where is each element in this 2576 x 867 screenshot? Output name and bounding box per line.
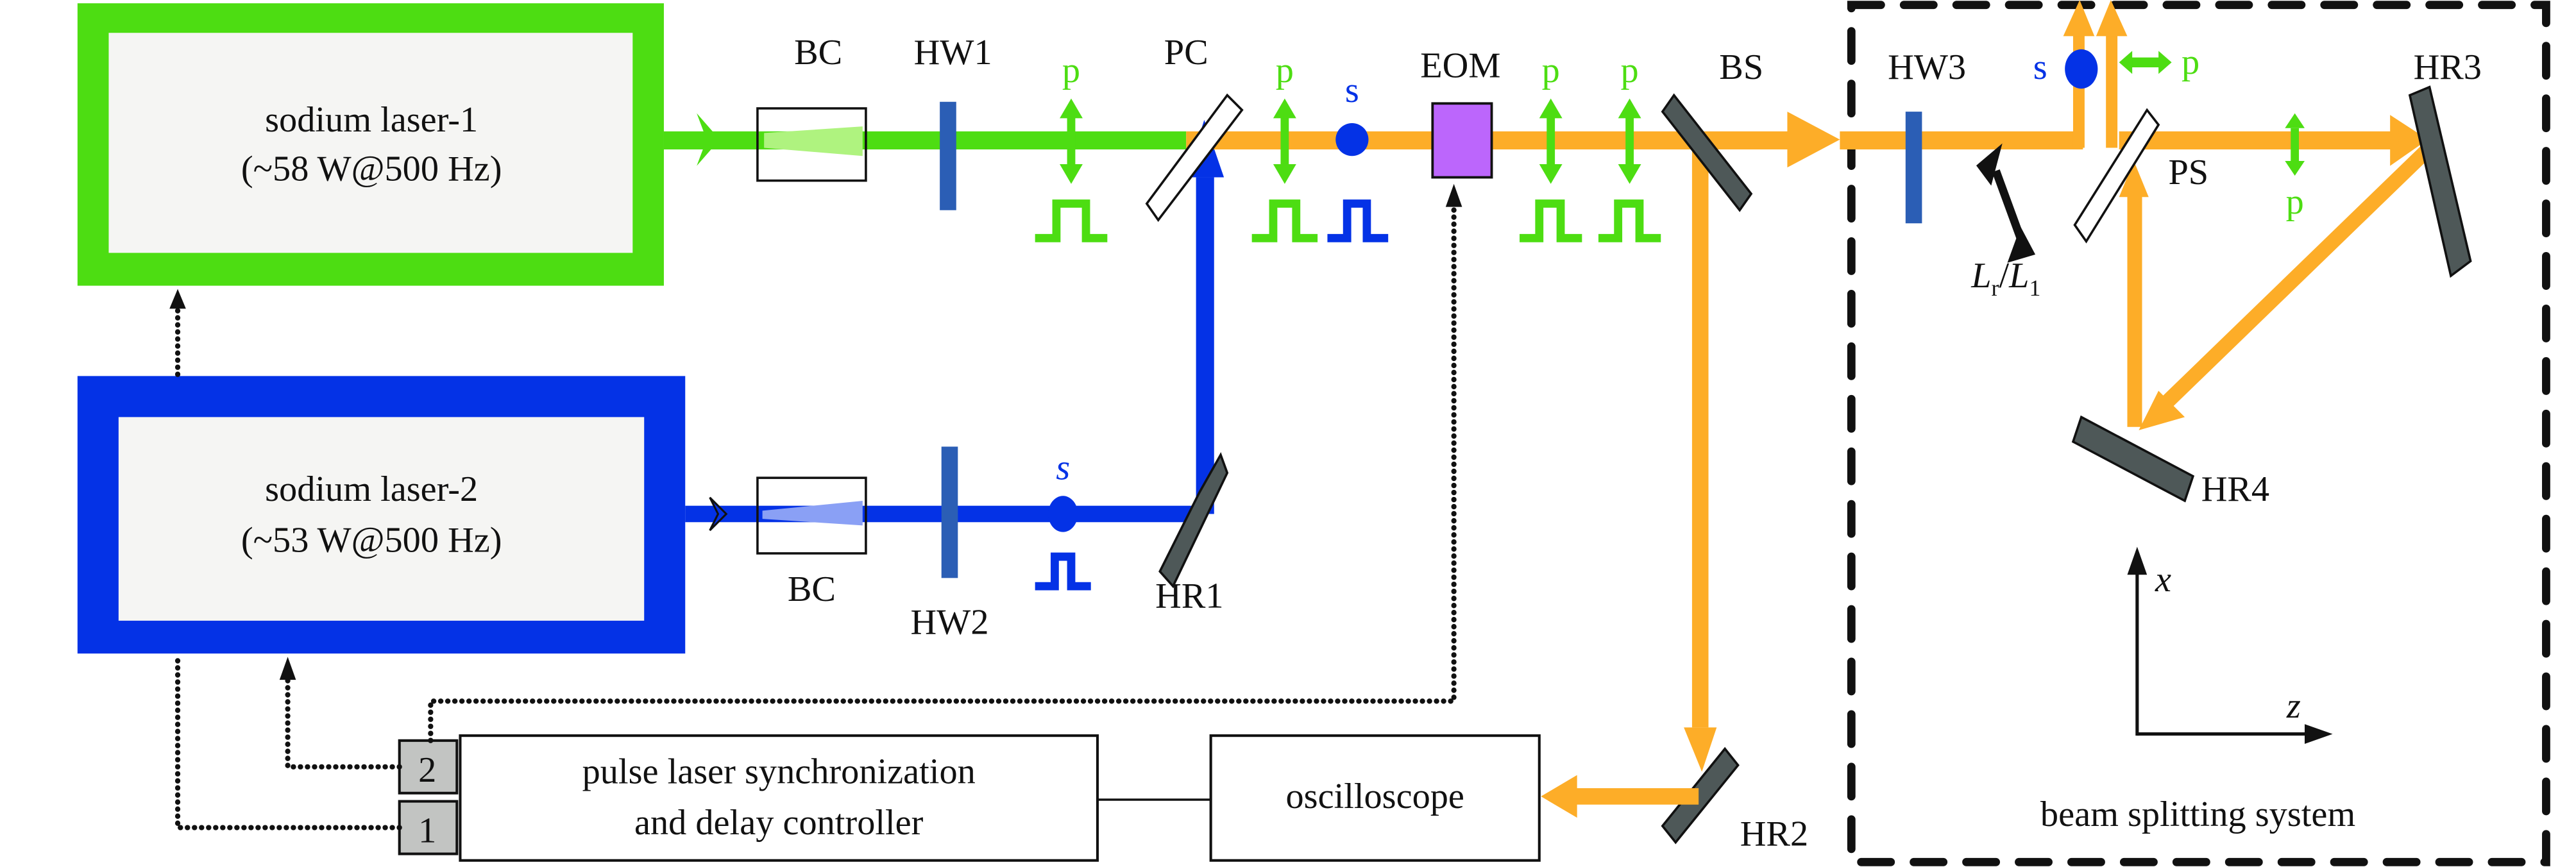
beam-splitter: BS — [1661, 47, 1763, 212]
mirror-hr3: HR3 — [2408, 47, 2482, 278]
svg-text:1: 1 — [418, 811, 436, 851]
z-axis-label: z — [2286, 686, 2301, 726]
sodium-laser-1: sodium laser-1 (~58 W@500 Hz) — [77, 3, 664, 286]
x-axis-label: x — [2155, 560, 2171, 600]
svg-text:p: p — [1062, 51, 1080, 90]
controller-port-2[interactable]: 2 — [398, 739, 459, 795]
controller-port-1[interactable]: 1 — [398, 800, 459, 855]
controller-line-1: pulse laser synchronization — [582, 752, 976, 791]
half-wave-plate-3: HW3 — [1888, 47, 1966, 224]
bs-label: BS — [1719, 47, 1763, 87]
p-polarization-marker-4: p — [1598, 51, 1661, 242]
p-polarization-marker-bss-mid: p — [2285, 113, 2305, 222]
mirror-hr2: HR2 — [1661, 746, 1808, 854]
controller-line-2: and delay controller — [634, 803, 924, 843]
pc-label: PC — [1164, 33, 1208, 72]
laser-1-name: sodium laser-1 — [265, 100, 478, 140]
polarization-splitter: PS — [2073, 108, 2208, 244]
s-polarization-marker-2: s — [1327, 71, 1389, 242]
svg-text:p: p — [2182, 42, 2199, 82]
oscilloscope[interactable]: oscilloscope — [1209, 734, 1541, 862]
svg-text:2: 2 — [418, 750, 436, 790]
svg-text:s: s — [1345, 71, 1359, 110]
mirror-hr1: HR1 — [1155, 452, 1229, 616]
half-wave-plate-1: HW1 — [914, 33, 992, 210]
beam-compressor-2: BC — [756, 476, 867, 609]
sodium-laser-2: sodium laser-2 (~53 W@500 Hz) — [77, 376, 686, 654]
svg-text:s: s — [2033, 47, 2047, 87]
laser-2-spec: (~53 W@500 Hz) — [241, 520, 502, 560]
polarization-combiner: PC — [1145, 33, 1244, 223]
p-polarization-marker-1: p — [1035, 51, 1108, 242]
p-polarization-marker-2: p — [1251, 51, 1318, 242]
svg-text:p: p — [2286, 182, 2304, 222]
orange-beam-to-oscilloscope — [1541, 775, 1699, 818]
svg-text:p: p — [1276, 51, 1294, 90]
axes-indicator: x z — [2127, 546, 2333, 744]
electro-optic-modulator: EOM — [1420, 46, 1500, 179]
hr1-label: HR1 — [1155, 576, 1223, 616]
orange-beam-bss — [1840, 0, 2432, 430]
hr2-label: HR2 — [1740, 814, 1808, 854]
bc2-label: BC — [788, 569, 836, 609]
ratio-label: Lr/L1 — [1970, 256, 2040, 301]
beam-compressor-1: BC — [756, 33, 867, 182]
hw1-label: HW1 — [914, 33, 992, 72]
trigger-lines — [169, 183, 1462, 830]
hw3-label: HW3 — [1888, 47, 1966, 87]
laser-1-spec: (~58 W@500 Hz) — [241, 149, 502, 189]
beam-splitting-system-box — [1847, 1, 2550, 866]
s-polarization-marker-bss: s — [2033, 47, 2098, 89]
ps-label: PS — [2168, 153, 2208, 192]
eom-label: EOM — [1420, 46, 1500, 85]
mirror-hr4: HR4 — [2071, 415, 2269, 509]
rotation-arrow[interactable] — [1974, 143, 2036, 263]
svg-text:p: p — [1542, 51, 1560, 90]
hr3-label: HR3 — [2414, 47, 2482, 87]
hw2-label: HW2 — [911, 602, 989, 642]
svg-text:p: p — [1621, 51, 1639, 90]
p-polarization-marker-bss-top: p — [2119, 42, 2199, 82]
hr4-label: HR4 — [2201, 469, 2269, 509]
beam-splitting-system-label: beam splitting system — [2040, 795, 2355, 834]
green-beam — [663, 113, 1187, 166]
sync-delay-controller[interactable]: pulse laser synchronization and delay co… — [459, 734, 1099, 862]
s-polarization-marker-1: s — [1035, 448, 1091, 591]
p-polarization-marker-3: p — [1520, 51, 1582, 242]
laser-2-name: sodium laser-2 — [265, 469, 478, 509]
bc1-label: BC — [794, 33, 842, 72]
half-wave-plate-2: HW2 — [911, 446, 989, 642]
orange-beam-main — [1186, 112, 1840, 772]
oscilloscope-label: oscilloscope — [1285, 777, 1464, 816]
svg-text:s: s — [1056, 448, 1070, 488]
svg-text:Lr/L1: Lr/L1 — [1970, 256, 2040, 301]
